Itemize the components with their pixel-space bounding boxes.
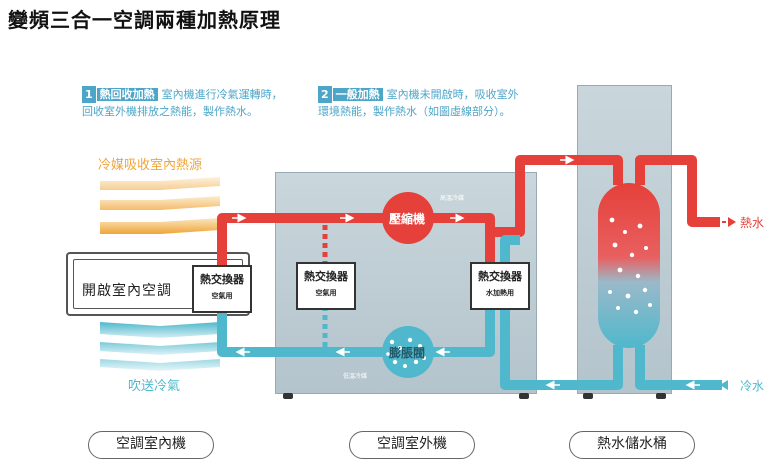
- note-number: 1: [82, 86, 96, 103]
- hot-refrigerant-pipe: [217, 155, 720, 268]
- heat-exchanger-water: 熱交換器 水加熱用: [470, 262, 530, 310]
- unit-foot: [283, 393, 293, 399]
- heat-exchanger-title: 熱交換器: [478, 270, 522, 283]
- note-tag: 一般加熱: [332, 88, 383, 101]
- label-water-tank: 熱水儲水桶: [569, 431, 695, 459]
- expansion-valve-label: 膨脹閥: [389, 346, 426, 360]
- note-line: 回收室外機排放之熱能，製作熱水。: [82, 105, 258, 118]
- note-number: 2: [318, 86, 332, 103]
- hot-water-arrowhead: [728, 217, 736, 227]
- cold-water-arrowhead: [720, 380, 728, 390]
- water-heat-vessel: [598, 183, 660, 348]
- cold-water-label: 冷水: [740, 379, 765, 393]
- heat-exchanger-sub: 水加熱用: [486, 289, 514, 297]
- note-line: 室內機進行冷氣運轉時，: [161, 88, 283, 101]
- label-indoor-unit: 空調室內機: [88, 431, 214, 459]
- warm-chevrons: [100, 177, 220, 234]
- page-title: 變頻三合一空調兩種加熱原理: [8, 8, 281, 32]
- indoor-unit-label: 開啟室內空調: [82, 283, 172, 299]
- label-outdoor-unit: 空調室外機: [349, 431, 475, 459]
- note-tag: 熱回收加熱: [96, 88, 158, 101]
- unit-foot: [519, 393, 529, 399]
- heat-exchanger-sub: 空氣用: [315, 289, 337, 297]
- cool-chevrons: [100, 322, 220, 371]
- heat-exchanger-indoor: 熱交換器 空氣用: [192, 265, 252, 313]
- heat-exchanger-title: 熱交換器: [304, 270, 348, 283]
- note-line: 環境熱能，製作熱水（如圖虛線部分）。: [318, 105, 511, 118]
- cool-air-label: 吹送冷氣: [128, 379, 181, 394]
- heat-exchanger-outdoor: 熱交換器 空氣用: [296, 262, 356, 310]
- heat-exchanger-sub: 空氣用: [211, 292, 233, 300]
- heat-exchanger-title: 熱交換器: [200, 273, 244, 286]
- high-temp-refrigerant-label: 高溫冷媒: [440, 195, 465, 202]
- warm-source-label: 冷媒吸收室內熱源: [98, 158, 203, 173]
- note-line: 室內機未開啟時，吸收室外: [386, 88, 519, 101]
- low-temp-refrigerant-label: 低溫冷媒: [343, 373, 368, 380]
- unit-foot: [656, 393, 666, 399]
- expansion-valve-icon: [382, 326, 434, 378]
- flow-arrows: [232, 155, 700, 390]
- compressor-icon: [382, 192, 434, 244]
- unit-foot: [583, 393, 593, 399]
- hot-water-label: 熱水: [740, 216, 765, 230]
- compressor-label: 壓縮機: [389, 212, 426, 226]
- tank-bubbles: [608, 217, 652, 315]
- valve-bubbles: [386, 337, 426, 368]
